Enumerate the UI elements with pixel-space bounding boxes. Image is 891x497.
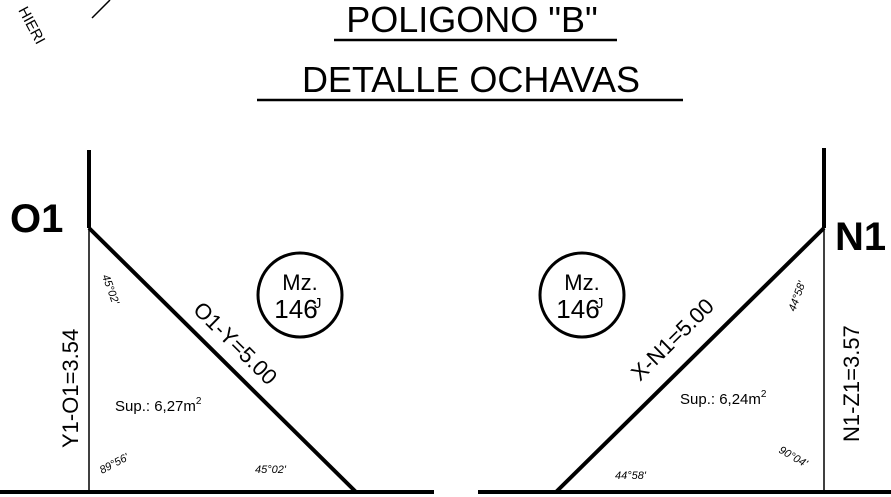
left-block-circle [256, 251, 344, 339]
left-ochava-detail: O1 Y1-O1=3.54 O1-Y=5.00 Mz. 146 J Sup.: … [0, 150, 434, 494]
right-ochava-detail: N1 N1-Z1=3.57 X-N1=5.00 Mz. 146 J Sup.: … [478, 148, 891, 494]
left-diagonal-line [87, 226, 358, 494]
title-line-1: POLIGONO "B" [346, 0, 598, 40]
corner-label: HIERI [14, 4, 48, 47]
left-block-suffix: J [314, 295, 322, 312]
left-area-text: Sup.: 6,27m [115, 398, 196, 415]
left-block-number: 146 [274, 294, 317, 324]
left-point-label: O1 [10, 197, 63, 241]
left-diagonal-dimension: O1-Y=5.00 [188, 297, 282, 390]
right-angle-bottom-right: 90°04' [777, 444, 811, 470]
corner-line [91, 0, 111, 19]
title-line-2: DETALLE OCHAVAS [302, 59, 640, 100]
left-block-label: Mz. [282, 270, 317, 295]
right-point-label: N1 [835, 215, 886, 259]
right-diagonal-line [554, 226, 826, 494]
right-block-label: Mz. [564, 270, 599, 295]
left-area: Sup.: 6,27m2 [115, 396, 202, 415]
right-block-number: 146 [556, 294, 599, 324]
left-angle-bottom-right: 45°02' [255, 464, 287, 476]
right-area-exponent: 2 [761, 389, 767, 400]
left-side-dimension: Y1-O1=3.54 [58, 329, 83, 448]
right-area-text: Sup.: 6,24m [680, 391, 761, 408]
left-angle-bottom-left: 89°56' [98, 451, 132, 477]
right-side-dimension: N1-Z1=3.57 [839, 325, 864, 442]
right-block-circle [538, 251, 626, 339]
right-area: Sup.: 6,24m2 [680, 389, 767, 408]
right-angle-bottom-left: 44°58' [615, 470, 647, 482]
left-angle-top: 45°02' [99, 273, 121, 307]
right-block-suffix: J [596, 295, 604, 312]
right-angle-top: 44°58' [787, 279, 809, 313]
right-diagonal-dimension: X-N1=5.00 [626, 293, 719, 385]
left-area-exponent: 2 [196, 396, 202, 407]
